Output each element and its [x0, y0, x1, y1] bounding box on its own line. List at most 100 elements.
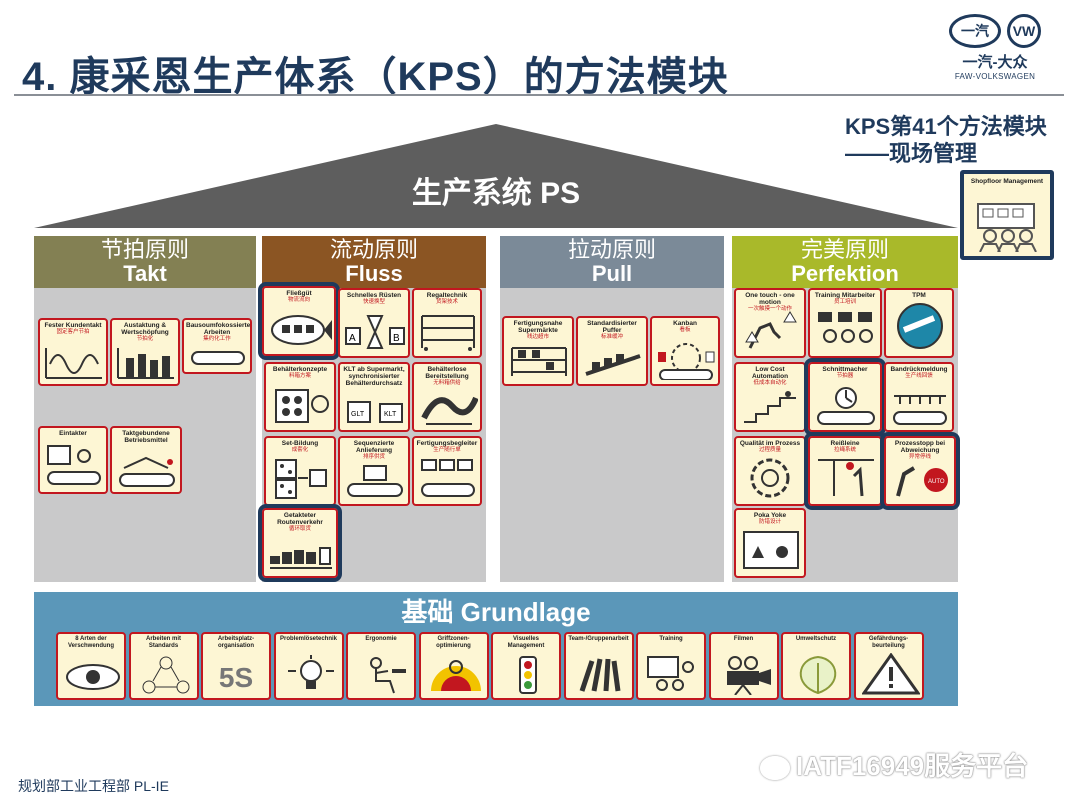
traffic-light-icon — [519, 656, 537, 694]
tile-label: Low Cost Automation — [751, 366, 789, 380]
tile-label: Fertigungsbegleiter — [416, 440, 478, 447]
parts-rack-icon — [421, 396, 478, 425]
base-tile-11[interactable]: Umweltschutz — [781, 632, 851, 700]
callout-tile-name: Shopfloor Management — [970, 178, 1044, 185]
svg-text:KLT: KLT — [384, 411, 397, 418]
tile-tpm[interactable]: TPM — [884, 288, 954, 358]
tile-getakteter-routenverkehr[interactable]: Getakteter Routenverkehr 循环取货 — [258, 504, 342, 582]
tile-kanban[interactable]: Kanban 看板 — [650, 316, 720, 386]
tile-qualitaet-im-prozess[interactable]: Qualität im Prozess 过程质量 — [734, 436, 806, 506]
tile-label-cn: 看板 — [679, 327, 691, 333]
tile-behaelterkonzepte[interactable]: Behälterkonzepte 料箱方案 — [264, 362, 336, 432]
auto-stop-icon: AUTO — [896, 466, 948, 497]
base-tile-label: Visuelles Management — [507, 636, 545, 649]
svg-text:A: A — [349, 333, 356, 344]
pillar-takt-de: Takt — [123, 261, 167, 286]
base-tile-8[interactable]: Team-/Gruppenarbeit — [563, 632, 634, 700]
buffer-conveyor-icon — [585, 354, 641, 376]
tile-label: KLT ab Supermarkt, synchronisierter Behä… — [343, 366, 405, 387]
cycle-123-icon — [142, 656, 189, 694]
base-tile-label: Gefährdungs-beurteilung — [868, 636, 909, 649]
tile-standardisierter-puffer[interactable]: Standardisierter Puffer 标准缓冲 — [576, 316, 648, 386]
svg-text:AUTO: AUTO — [928, 479, 945, 485]
tile-label: Fertigungsnahe Supermärkte — [513, 320, 563, 334]
tile-label-cn: 防错设计 — [758, 519, 781, 525]
tile-label-cn: 节拍器 — [836, 373, 854, 379]
set-kit-icon — [275, 459, 327, 499]
quality-gear-icon — [750, 458, 790, 498]
tile-supermaerkte[interactable]: Fertigungsnahe Supermärkte 线边超市 — [502, 316, 574, 386]
tracking-box-icon — [421, 459, 475, 497]
tile-bandrueckmeldung[interactable]: Bandrückmeldung 生产线回馈 — [884, 362, 954, 432]
tile-label-cn: 成套化 — [291, 447, 309, 453]
tile-one-touch[interactable]: One touch - one motion 一次触摸一个动作 — [734, 288, 806, 358]
base-tile-2[interactable]: Arbeiten mit Standards — [128, 632, 199, 700]
tile-schnelles-ruesten[interactable]: Schnelles Rüsten 快速换型 A B — [338, 288, 410, 358]
tile-fliessgut[interactable]: Fließgüt 物流流向 — [258, 282, 340, 360]
tile-label: Fließgüt — [286, 290, 312, 297]
tile-set-bildung[interactable]: Set-Bildung 成套化 — [264, 436, 336, 506]
tile-prozesstopp[interactable]: Prozesstopp bei Abweichung 异常停线 AUTO — [880, 432, 960, 510]
tile-regaltechnik[interactable]: Regaltechnik 货架技术 — [412, 288, 482, 358]
tile-label-cn: 快速换型 — [362, 299, 385, 305]
tile-fertigungsbegleiter[interactable]: Fertigungsbegleiter 生产随行单 — [412, 436, 482, 506]
shopfloor-management-tile[interactable]: Shopfloor Management — [960, 170, 1054, 260]
tile-label-cn: 固定客户节拍 — [56, 329, 90, 335]
tile-label-cn: 生产随行单 — [433, 447, 461, 453]
tile-taktgebundene[interactable]: Taktgebundene Betriebsmittel — [110, 426, 182, 494]
tile-label-cn: 货架技术 — [435, 299, 458, 305]
film-camera-icon — [726, 656, 771, 695]
tile-bausoumfokossierte[interactable]: Bausoumfokossierte Arbeiten 集约化工作 — [182, 318, 252, 374]
tugger-train-icon — [270, 547, 332, 569]
base-tile-9[interactable]: Training — [636, 632, 706, 700]
tile-label-cn: 无料箱供给 — [433, 380, 461, 386]
tile-training-mitarbeiter[interactable]: Training Mitarbeiter 员工培训 — [808, 288, 882, 358]
tile-austaktung[interactable]: Austaktung & Wertschöpfung 节拍化 — [110, 318, 180, 386]
sequence-car-icon — [347, 465, 403, 497]
container-grid-icon — [275, 389, 329, 423]
tile-fester-kundentakt[interactable]: Fester Kundentakt 固定客户节拍 — [38, 318, 108, 386]
pillar-perfektion-cn: 完美原则 — [800, 237, 889, 262]
base-tile-12[interactable]: Gefährdungs-beurteilung — [853, 632, 924, 700]
tile-label: Reißleine — [830, 440, 860, 447]
tile-poka-yoke[interactable]: Poka Yoke 防错设计 — [734, 508, 806, 578]
base-tile-label: Team-/Gruppenarbeit — [568, 636, 629, 642]
vw-logo-icon: VW — [1007, 14, 1041, 48]
tile-label-cn: 标准缓冲 — [600, 334, 623, 340]
ergonomics-icon — [370, 657, 406, 694]
worker-car-icon — [47, 445, 101, 485]
tile-label: Schnelles Rüsten — [346, 292, 402, 299]
base-tile-10[interactable]: Filmen — [708, 632, 779, 700]
tile-label-cn: 料箱方案 — [288, 373, 311, 379]
tile-label: Behälterlose Bereitstellung — [425, 366, 469, 380]
tile-behaelterlose[interactable]: Behälterlose Bereitstellung 无料箱供给 — [412, 362, 482, 432]
tile-eintakter[interactable]: Eintakter — [38, 426, 108, 494]
callout-text: KPS第41个方法模块 ——现场管理 — [845, 113, 1047, 167]
base-tile-7[interactable]: Visuelles Management — [491, 632, 561, 700]
tile-label-cn: 循环取货 — [288, 526, 311, 532]
tile-label: Poka Yoke — [753, 512, 787, 519]
tile-low-cost-automation[interactable]: Low Cost Automation 低成本自动化 — [734, 362, 806, 432]
title-divider — [14, 94, 1064, 96]
pillar-takt-header: 节拍原则 Takt — [34, 236, 256, 288]
pillar-pull-cn: 拉动原则 — [567, 237, 656, 262]
roof-triangle — [34, 124, 958, 228]
base-tile-5[interactable]: Ergonomie — [346, 632, 416, 700]
training-people-icon — [818, 312, 873, 343]
tile-reissleine[interactable]: Reißleine 拉绳系统 — [804, 432, 886, 510]
tile-label-cn: 低成本自动化 — [753, 380, 787, 386]
svg-text:B: B — [393, 333, 400, 344]
tile-klt-supermarkt[interactable]: KLT ab Supermarkt, synchronisierter Behä… — [338, 362, 410, 432]
tile-label: Behälterkonzepte — [272, 366, 328, 373]
base-tile-1[interactable]: 8 Arten der Verschwendung — [56, 632, 126, 700]
tile-schnittmacher[interactable]: Schnittmacher 节拍器 — [804, 358, 886, 436]
base-tile-4[interactable]: Problemlösetechnik — [273, 632, 344, 700]
tile-sequenzierte[interactable]: Sequenzierte Anlieferung 排序供货 — [338, 436, 410, 506]
shopfloor-board-icon — [977, 203, 1037, 252]
base-tile-label: 8 Arten der Verschwendung — [67, 636, 114, 649]
base-label: 基础 Grundlage — [401, 597, 591, 627]
base-tile-6[interactable]: Griffzonen-optimierung — [418, 632, 489, 700]
company-logo: 一汽 VW 一汽-大众 FAW-VOLKSWAGEN — [930, 14, 1060, 84]
base-tile-label: Arbeiten mit Standards — [145, 636, 181, 649]
